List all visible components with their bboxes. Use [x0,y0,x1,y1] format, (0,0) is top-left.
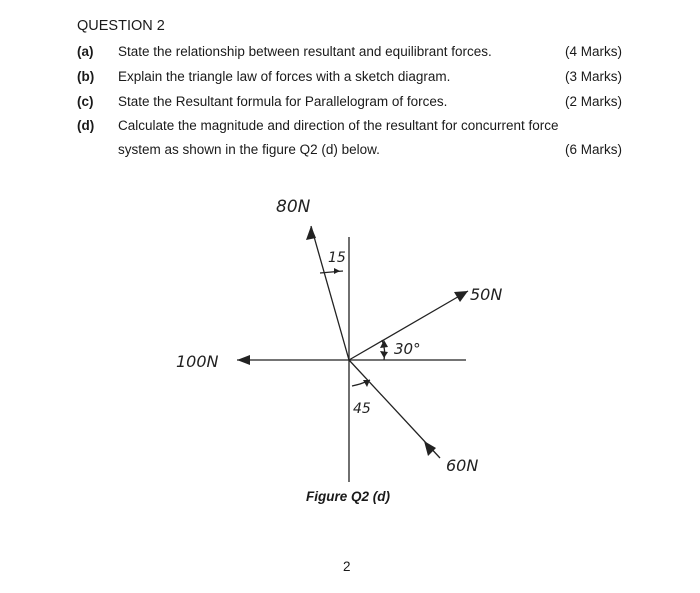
force-50n-line [348,290,469,361]
force-80n-line [310,225,350,361]
part-c-marks: (2 Marks) [565,94,622,109]
tick-45-icon [363,380,370,387]
part-a-letter: (a) [77,44,94,59]
label-angle-15: 15 [328,250,346,266]
label-80n: 80N [276,197,311,217]
part-b-letter: (b) [77,69,95,84]
part-d-text: Calculate the magnitude and direction of… [118,118,559,133]
part-b-marks: (3 Marks) [565,69,622,84]
angle-30-arc [381,339,386,361]
arrow-50n-icon [454,291,468,302]
label-angle-30: 30° [394,340,421,358]
tick-15-icon [334,268,340,274]
part-d-letter: (d) [77,118,95,133]
arrow-100n-icon [237,355,250,365]
part-a-marks: (4 Marks) [565,44,622,59]
arrow-80n-icon [306,226,316,240]
arrow-60n-icon [424,441,436,456]
figure-caption: Figure Q2 (d) [306,489,390,504]
part-b-text: Explain the triangle law of forces with … [118,69,451,84]
part-c-text: State the Resultant formula for Parallel… [118,94,448,109]
label-50n: 50N [470,285,502,304]
part-a-text: State the relationship between resultant… [118,44,492,59]
part-d-text2: system as shown in the figure Q2 (d) bel… [118,142,380,157]
part-c-letter: (c) [77,94,94,109]
tick-30b-icon [380,351,388,358]
tick-30a-icon [380,340,388,348]
label-angle-45: 45 [353,401,371,417]
label-100n: 100N [176,352,219,371]
page-number: 2 [343,559,351,574]
part-d-marks: (6 Marks) [565,142,622,157]
question-title: QUESTION 2 [77,18,165,34]
label-60n: 60N [446,456,478,475]
